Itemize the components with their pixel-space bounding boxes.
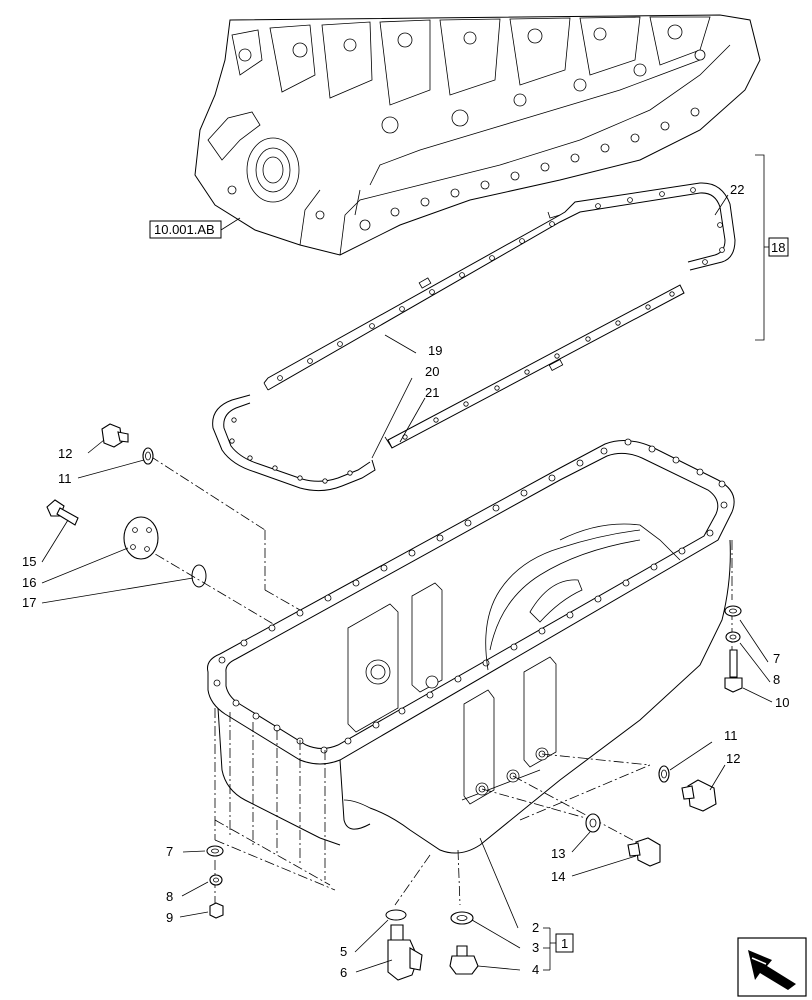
callout-10: 10	[775, 695, 789, 710]
callout-2: 2	[532, 920, 539, 935]
gasket-group-bracket	[755, 154, 769, 341]
callout-21: 21	[425, 385, 439, 400]
o-ring-17	[191, 564, 207, 588]
callout-11: 11	[58, 471, 72, 486]
callout-7-left: 7	[166, 844, 173, 859]
group-box-18-label: 18	[771, 240, 785, 255]
stud-10-right	[724, 649, 743, 693]
bolt-15	[46, 499, 79, 526]
callout-19: 19	[428, 343, 442, 358]
callout-6: 6	[340, 965, 347, 980]
engine-block-reference-label: 10.001.AB	[154, 222, 215, 237]
engine-block	[194, 14, 761, 256]
sensor-6	[387, 924, 423, 981]
washer-8-left	[209, 874, 223, 886]
washer-11-top	[142, 447, 154, 465]
leader-lines	[41, 194, 773, 973]
callout-5: 5	[340, 944, 347, 959]
flange-bolt-holes	[213, 438, 728, 754]
drain-plug-12-right	[681, 779, 717, 812]
oil-pan	[207, 438, 735, 891]
callout-3: 3	[532, 940, 539, 955]
callout-7-right: 7	[773, 651, 780, 666]
callout-15: 15	[22, 554, 36, 569]
engine-block-reference[interactable]: 10.001.AB	[149, 217, 241, 239]
callout-22: 22	[730, 182, 744, 197]
group-box-1[interactable]: 1	[555, 933, 574, 953]
oil-pan-gasket	[263, 182, 736, 391]
plug-4	[449, 945, 479, 975]
callout-14: 14	[551, 869, 565, 884]
side-gasket-rail	[384, 284, 685, 449]
drain-plug-12-top	[101, 423, 129, 448]
o-ring-5	[385, 909, 407, 921]
callout-13: 13	[551, 846, 565, 861]
callout-8-right: 8	[773, 672, 780, 687]
callout-16: 16	[22, 575, 36, 590]
callout-11-right: 11	[724, 728, 738, 743]
callout-12: 12	[58, 446, 72, 461]
callout-8-left: 8	[166, 889, 173, 904]
group-box-1-label: 1	[561, 936, 568, 951]
block-studs	[227, 24, 706, 231]
next-page-arrow-icon[interactable]	[737, 937, 807, 997]
washer-13	[585, 813, 601, 833]
assembly-lines	[139, 455, 733, 906]
callout-4: 4	[532, 962, 539, 977]
washer-8-right	[725, 631, 741, 643]
washer-11-right	[658, 765, 670, 783]
gasket-bolt-holes	[277, 187, 725, 381]
nut-9-left	[209, 902, 224, 919]
drain-plug-14	[627, 837, 661, 867]
end-seal-gasket	[212, 394, 376, 492]
rail-holes	[402, 291, 675, 440]
callout-20: 20	[425, 364, 439, 379]
washer-3	[450, 911, 474, 925]
callout-12-right: 12	[726, 751, 740, 766]
callout-labels: 12 11 15 16 17 19 20 21 22 7 8 10 11 12 …	[22, 182, 789, 980]
group-box-18[interactable]: 18	[768, 237, 789, 257]
washer-7-right	[724, 605, 742, 617]
washer-7-left	[206, 845, 224, 857]
end-seal-holes	[229, 417, 353, 484]
callout-17: 17	[22, 595, 36, 610]
cover-plate-16	[123, 516, 159, 560]
callout-9: 9	[166, 910, 173, 925]
